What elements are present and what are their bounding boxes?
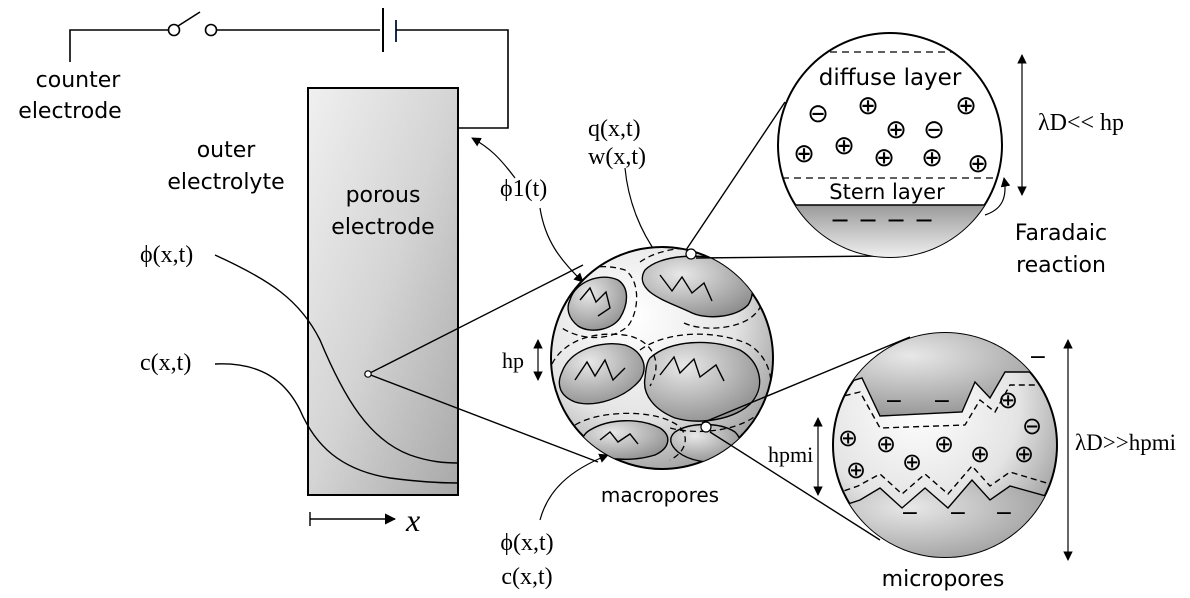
- lambda-small-label: λD<< hp: [1038, 110, 1124, 136]
- micropore-ions: ⊕ ⊖ ⊕ ⊕ ⊕ ⊕ ⊕ ⊕ ⊕: [838, 386, 1042, 484]
- switch-terminal-left: [167, 23, 181, 37]
- anion-symbol: ⊖: [807, 99, 829, 129]
- w-label: w(x,t): [588, 144, 646, 170]
- cation-symbol: ⊕: [833, 131, 855, 161]
- counter-electrode-label-2: electrode: [18, 99, 121, 124]
- hp-label: hp: [502, 348, 524, 373]
- cation-symbol: ⊕: [902, 448, 922, 476]
- surface-charge: −: [830, 206, 850, 234]
- macropore-zoom-point-top: [685, 248, 697, 260]
- porous-electrode-label-1: porous: [346, 183, 421, 208]
- surface-charges-top: − − − −: [830, 206, 934, 234]
- cation-symbol: ⊕: [934, 430, 954, 458]
- potential-curves: [214, 254, 459, 484]
- grain-top-left: [567, 276, 628, 331]
- cation-symbol: ⊕: [873, 143, 895, 173]
- circuit-wire-right: [396, 29, 509, 129]
- cation-symbol: ⊕: [846, 456, 866, 484]
- zoom-lines-top: [685, 101, 881, 259]
- outer-electrolyte-label-2: electrolyte: [167, 170, 284, 195]
- phi-curve: [214, 254, 459, 464]
- phi1-arrow: [471, 137, 516, 179]
- phi-bottom-label: ϕ(x,t): [500, 530, 553, 556]
- cation-symbol: ⊕: [876, 430, 896, 458]
- cation-symbol: ⊕: [955, 91, 977, 121]
- stern-layer-label: Stern layer: [829, 180, 945, 204]
- macropores-label: macropores: [601, 483, 719, 507]
- faradaic-arrow: [984, 177, 1011, 216]
- cation-symbol: ⊕: [998, 386, 1018, 414]
- qw-pointer: [624, 167, 661, 259]
- macropore-sphere: [550, 246, 774, 470]
- surface-charge: −: [886, 206, 906, 234]
- cation-symbol: ⊕: [838, 424, 858, 452]
- cation-symbol: ⊕: [793, 139, 815, 169]
- grain-bottom: [581, 420, 669, 460]
- counter-electrode-label-1: counter: [36, 68, 122, 93]
- switch-blade: [177, 11, 201, 27]
- hpmi-label: hpmi: [768, 442, 813, 467]
- micropore-circle: [832, 332, 1058, 558]
- surface-charge: −: [858, 206, 878, 234]
- x-axis-label: x: [405, 502, 420, 538]
- surface-charge: −: [949, 501, 967, 526]
- cation-symbol: ⊕: [967, 149, 989, 179]
- micropores-label: micropores: [882, 567, 1005, 592]
- surface-charge: −: [933, 389, 951, 414]
- phi1-pointer: [539, 207, 584, 283]
- zoom-lines-bottom: [701, 336, 911, 541]
- cation-symbol: ⊕: [970, 440, 990, 468]
- micropore-shear-bottom: [834, 464, 1051, 495]
- circuit: [69, 8, 509, 129]
- cation-symbol: ⊕: [921, 143, 943, 173]
- macropores-pointer: [539, 453, 609, 521]
- outer-electrolyte-label-1: outer: [197, 138, 257, 163]
- anion-symbol: ⊖: [1022, 412, 1042, 440]
- zoom-lines-electrode: [367, 264, 599, 463]
- diffuse-layer-label: diffuse layer: [819, 65, 962, 91]
- faradaic-label-1: Faradaic: [1015, 221, 1107, 246]
- surface-charge: −: [885, 389, 903, 414]
- grain-mid-left: [558, 343, 645, 405]
- switch-terminal-right: [204, 23, 218, 37]
- zoom-point: [364, 370, 372, 378]
- c-label: c(x,t): [140, 350, 191, 376]
- phi-label: ϕ(x,t): [140, 242, 193, 268]
- surface-charge: −: [1029, 345, 1047, 370]
- cation-symbol: ⊕: [1014, 440, 1034, 468]
- q-label: q(x,t): [588, 116, 641, 142]
- grain-mid-right: [643, 341, 761, 422]
- c-curve: [214, 363, 459, 484]
- porous-electrode-label-2: electrode: [331, 215, 434, 240]
- surface-charge: −: [901, 501, 919, 526]
- porous-electrode-slab: [307, 87, 459, 496]
- anion-symbol: ⊖: [923, 115, 945, 145]
- micropore-shear-top: [834, 384, 1045, 429]
- lambda-large-label: λD>>hpmi: [1075, 430, 1176, 455]
- diffuse-layer-ions: ⊖ ⊕ ⊕ ⊕ ⊖ ⊕ ⊕ ⊕ ⊕ ⊕: [793, 91, 989, 179]
- faradaic-label-2: reaction: [1016, 253, 1106, 278]
- x-axis-arrow: [309, 512, 397, 526]
- surface-charge: −: [914, 206, 934, 234]
- micropore-surface-charges: − − − − − −: [885, 345, 1047, 526]
- cation-symbol: ⊕: [857, 91, 879, 121]
- c-bottom-label: c(x,t): [501, 564, 552, 590]
- circuit-wire-left: [69, 29, 168, 62]
- surface-charge: −: [995, 501, 1013, 526]
- cation-symbol: ⊕: [885, 115, 907, 145]
- phi1-label: ϕ1(t): [500, 176, 547, 202]
